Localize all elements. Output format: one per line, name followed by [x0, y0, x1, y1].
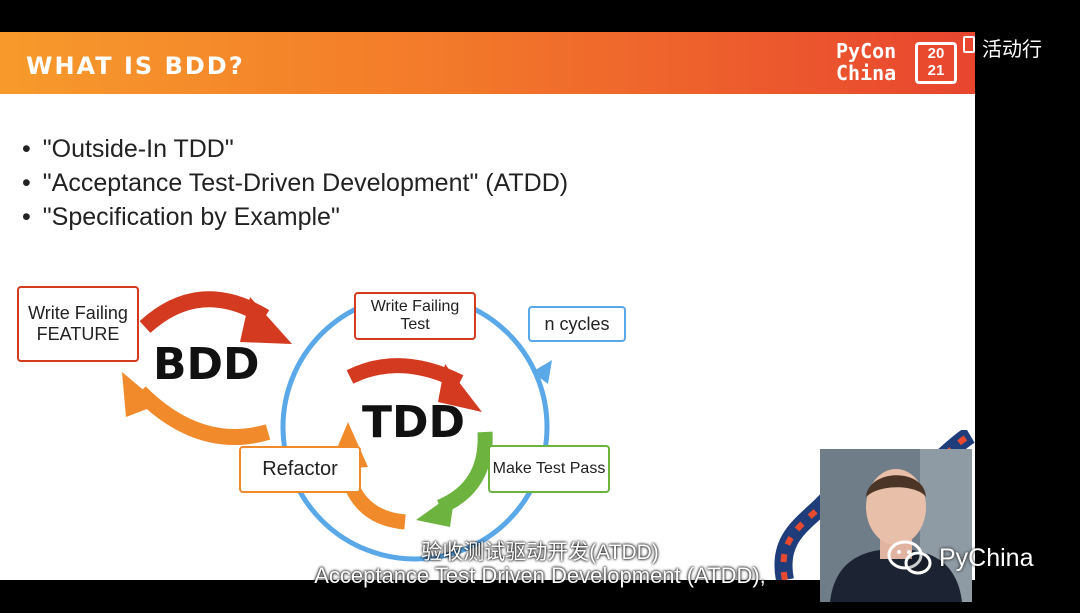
- bdd-orange-arrow: [140, 392, 268, 437]
- write-failing-test-box: Write Failing Test: [354, 292, 476, 340]
- n-cycles-label: n cycles: [544, 314, 609, 335]
- tdd-label: TDD: [362, 397, 465, 448]
- activity-icon: [963, 36, 975, 53]
- slide-header: WHAT IS BDD? PyCon China 20 21: [0, 32, 975, 94]
- pycon-china-logo: PyCon China: [836, 40, 896, 84]
- bullet-item: "Specification by Example": [22, 200, 568, 234]
- slide-title: WHAT IS BDD?: [26, 52, 245, 80]
- n-cycles-box: n cycles: [528, 306, 626, 342]
- pychina-watermark: PyChina: [887, 540, 1034, 576]
- write-failing-test-label: Write Failing Test: [356, 298, 474, 334]
- make-test-pass-label: Make Test Pass: [493, 460, 606, 478]
- bullet-list: "Outside-In TDD" "Acceptance Test-Driven…: [22, 132, 568, 234]
- refactor-label: Refactor: [262, 458, 338, 481]
- logo-year-bottom: 21: [918, 62, 954, 79]
- wechat-icon: [887, 540, 933, 576]
- logo-year-badge: 20 21: [915, 42, 957, 84]
- activity-label: 活动行: [982, 33, 1042, 62]
- bullet-item: "Outside-In TDD": [22, 132, 568, 166]
- write-failing-feature-box: Write Failing FEATURE: [17, 286, 139, 362]
- blue-arrowhead: [532, 360, 552, 384]
- logo-year-top: 20: [918, 45, 954, 62]
- write-failing-feature-label: Write Failing FEATURE: [19, 303, 137, 345]
- bullet-item: "Acceptance Test-Driven Development" (AT…: [22, 166, 568, 200]
- refactor-box: Refactor: [239, 446, 361, 493]
- logo-line2: China: [836, 62, 896, 84]
- tdd-green-arrowhead: [416, 492, 455, 527]
- logo-line1: PyCon: [836, 40, 896, 62]
- bdd-label: BDD: [153, 339, 260, 390]
- make-test-pass-box: Make Test Pass: [488, 445, 610, 493]
- watermark-label: PyChina: [939, 544, 1034, 573]
